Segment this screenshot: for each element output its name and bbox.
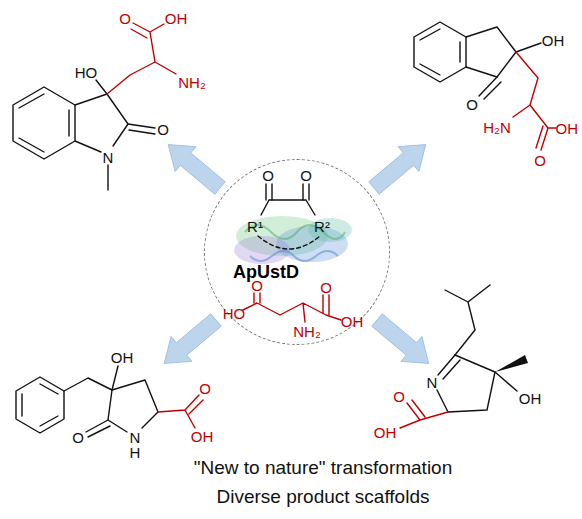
atom-label: O [300,168,312,183]
protein-cartoon [234,216,352,264]
atom-label: O [72,430,84,445]
atom-label: OH [111,350,134,365]
enzyme-name: ApUstD [233,262,299,283]
wedge-bond [495,355,528,372]
atom-label: O [119,11,131,26]
atom-label: O [534,153,546,168]
atom-label: O [199,381,211,396]
atom-label: OH [341,314,364,329]
atom-label: OH [519,391,542,406]
atom-label: R¹ [247,219,263,234]
atom-label: H [130,445,141,460]
atom-label: O [251,278,263,293]
atom-label: OH [556,121,579,136]
caption-text: "New to nature" transformation [194,458,453,477]
atom-label: OH [542,33,565,48]
atom-label: H₂N [483,120,511,135]
atom-label: N [103,150,114,165]
atom-label: OH [165,11,188,26]
atom-label: HO [223,306,246,321]
atom-label: NH₂ [178,75,206,90]
atom-label: O [320,280,332,295]
atom-label: N [427,375,438,390]
atom-label: OH [374,425,397,440]
bonds-red [107,23,556,428]
atom-label: N [130,430,141,445]
bonds-black [13,22,541,437]
atom-label: OH [191,429,214,444]
atom-label: O [466,97,478,112]
caption-text: Diverse product scaffolds [217,487,430,506]
atom-label: NH₂ [293,324,321,339]
reaction-arrows [154,132,439,376]
atom-label: O [157,122,169,137]
atom-label: HO [75,65,98,80]
atom-label: O [393,389,405,404]
atom-label: R² [314,219,330,234]
atom-label: O [262,168,274,183]
